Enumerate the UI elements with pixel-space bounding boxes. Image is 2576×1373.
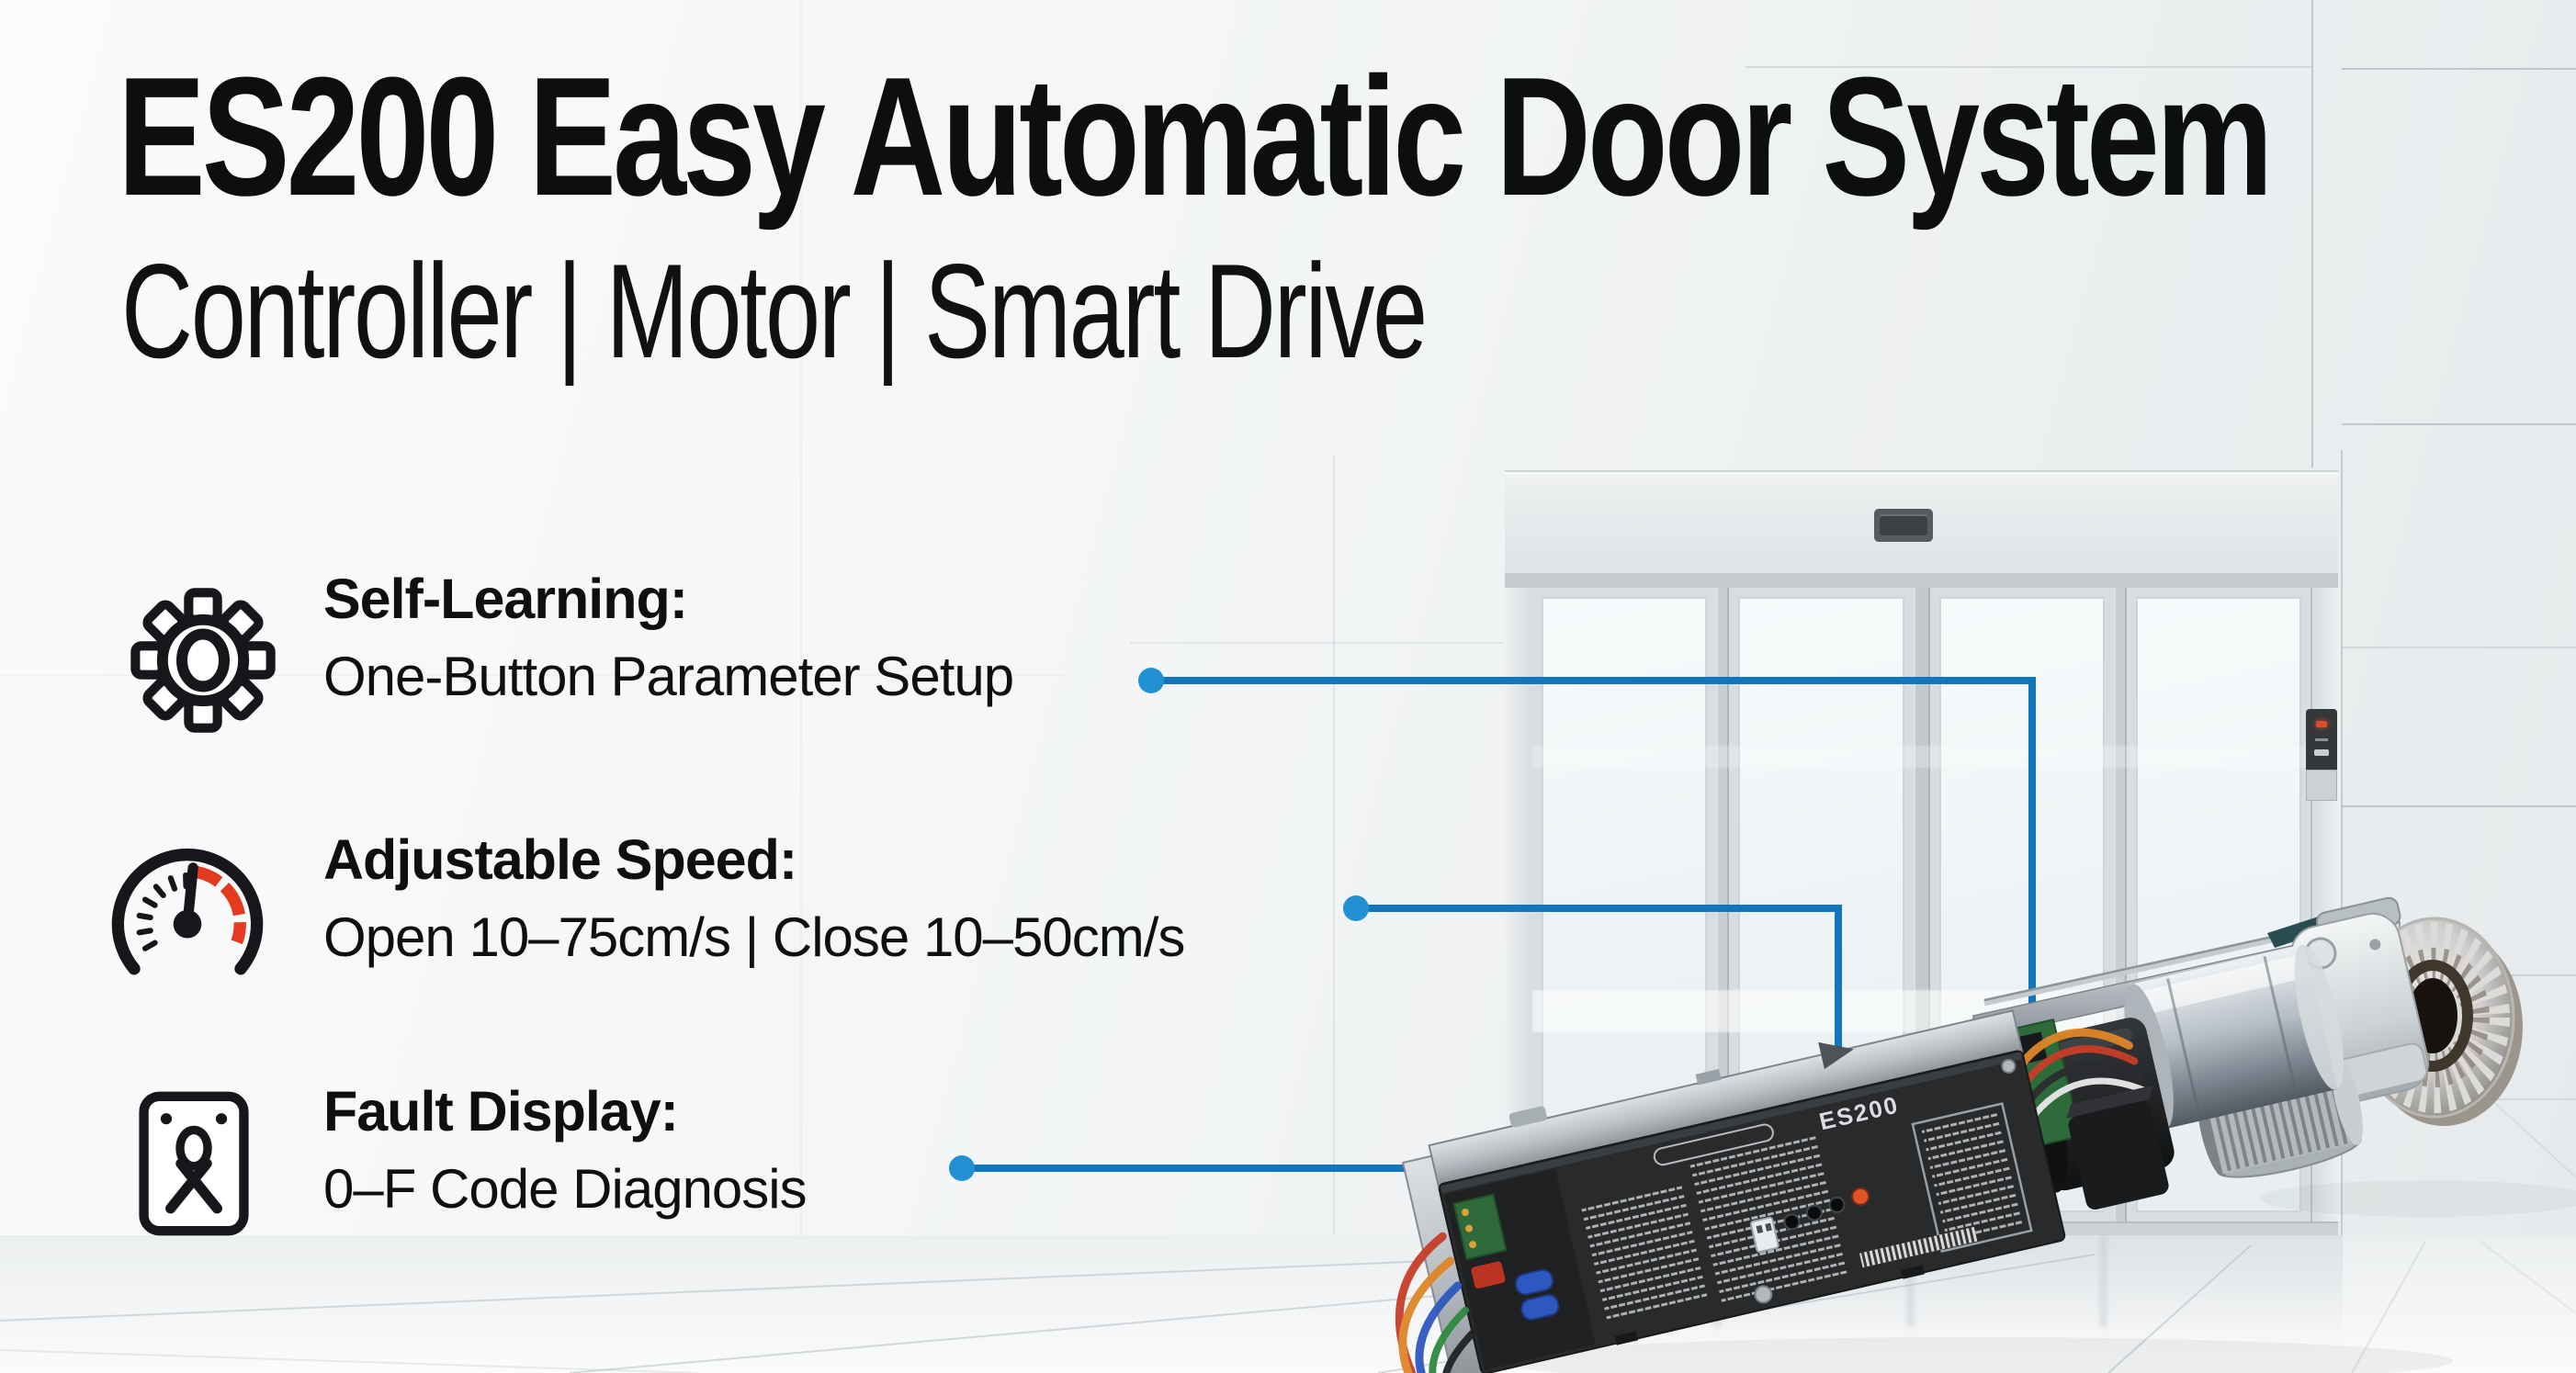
controller-box: ES200 <box>1395 1009 2066 1373</box>
access-keypad <box>2306 709 2337 801</box>
gear-icon <box>130 588 276 733</box>
speedometer-icon <box>111 848 264 975</box>
page-title: ES200 Easy Automatic Door System <box>118 41 2273 231</box>
feature-heading: Adjustable Speed: <box>323 828 797 891</box>
feature-description: 0–F Code Diagnosis <box>323 1158 808 1220</box>
feature-description: Open 10–75cm/s | Close 10–50cm/s <box>323 906 1185 968</box>
door-sensor <box>1874 509 1933 542</box>
callout-dot <box>949 1155 975 1181</box>
status-led <box>1851 1187 1870 1206</box>
feature-fault-display: Fault Display: 0–F Code Diagnosis <box>323 1080 808 1220</box>
motor-cylinder <box>2124 944 2344 1130</box>
callout-line-self-learning <box>1151 677 2036 1034</box>
callout-line-adjustable-speed <box>1356 905 1842 1069</box>
keypad-glyph <box>2314 749 2329 756</box>
feature-description: One-Button Parameter Setup <box>323 646 1014 707</box>
controller-wires <box>1395 1232 1476 1373</box>
keypad-label <box>2315 738 2328 741</box>
page-subtitle: Controller | Motor | Smart Drive <box>121 236 1428 386</box>
keypad-led <box>2316 721 2327 727</box>
product-photo: ES200 <box>1395 896 2576 1373</box>
keypad-button <box>2306 770 2337 801</box>
reflection-streak <box>1906 1235 1915 1327</box>
feature-self-learning: Self-Learning: One-Button Parameter Setu… <box>323 568 1014 707</box>
feature-heading: Fault Display: <box>323 1080 679 1142</box>
feature-heading: Self-Learning: <box>323 568 688 630</box>
reflection-streak <box>2099 1235 2107 1327</box>
feature-adjustable-speed: Adjustable Speed: Open 10–75cm/s | Close… <box>323 828 1185 968</box>
callout-dot <box>1343 895 1369 921</box>
callout-dot <box>1138 668 1164 693</box>
glass-reflection-band <box>1532 746 2310 768</box>
fault-display-icon <box>139 1091 249 1236</box>
keypad-body <box>2306 709 2337 770</box>
controller-label: ES200 <box>1580 1058 2033 1345</box>
callout-lines <box>949 668 2036 1181</box>
door-sensor-lens <box>1880 514 1927 535</box>
